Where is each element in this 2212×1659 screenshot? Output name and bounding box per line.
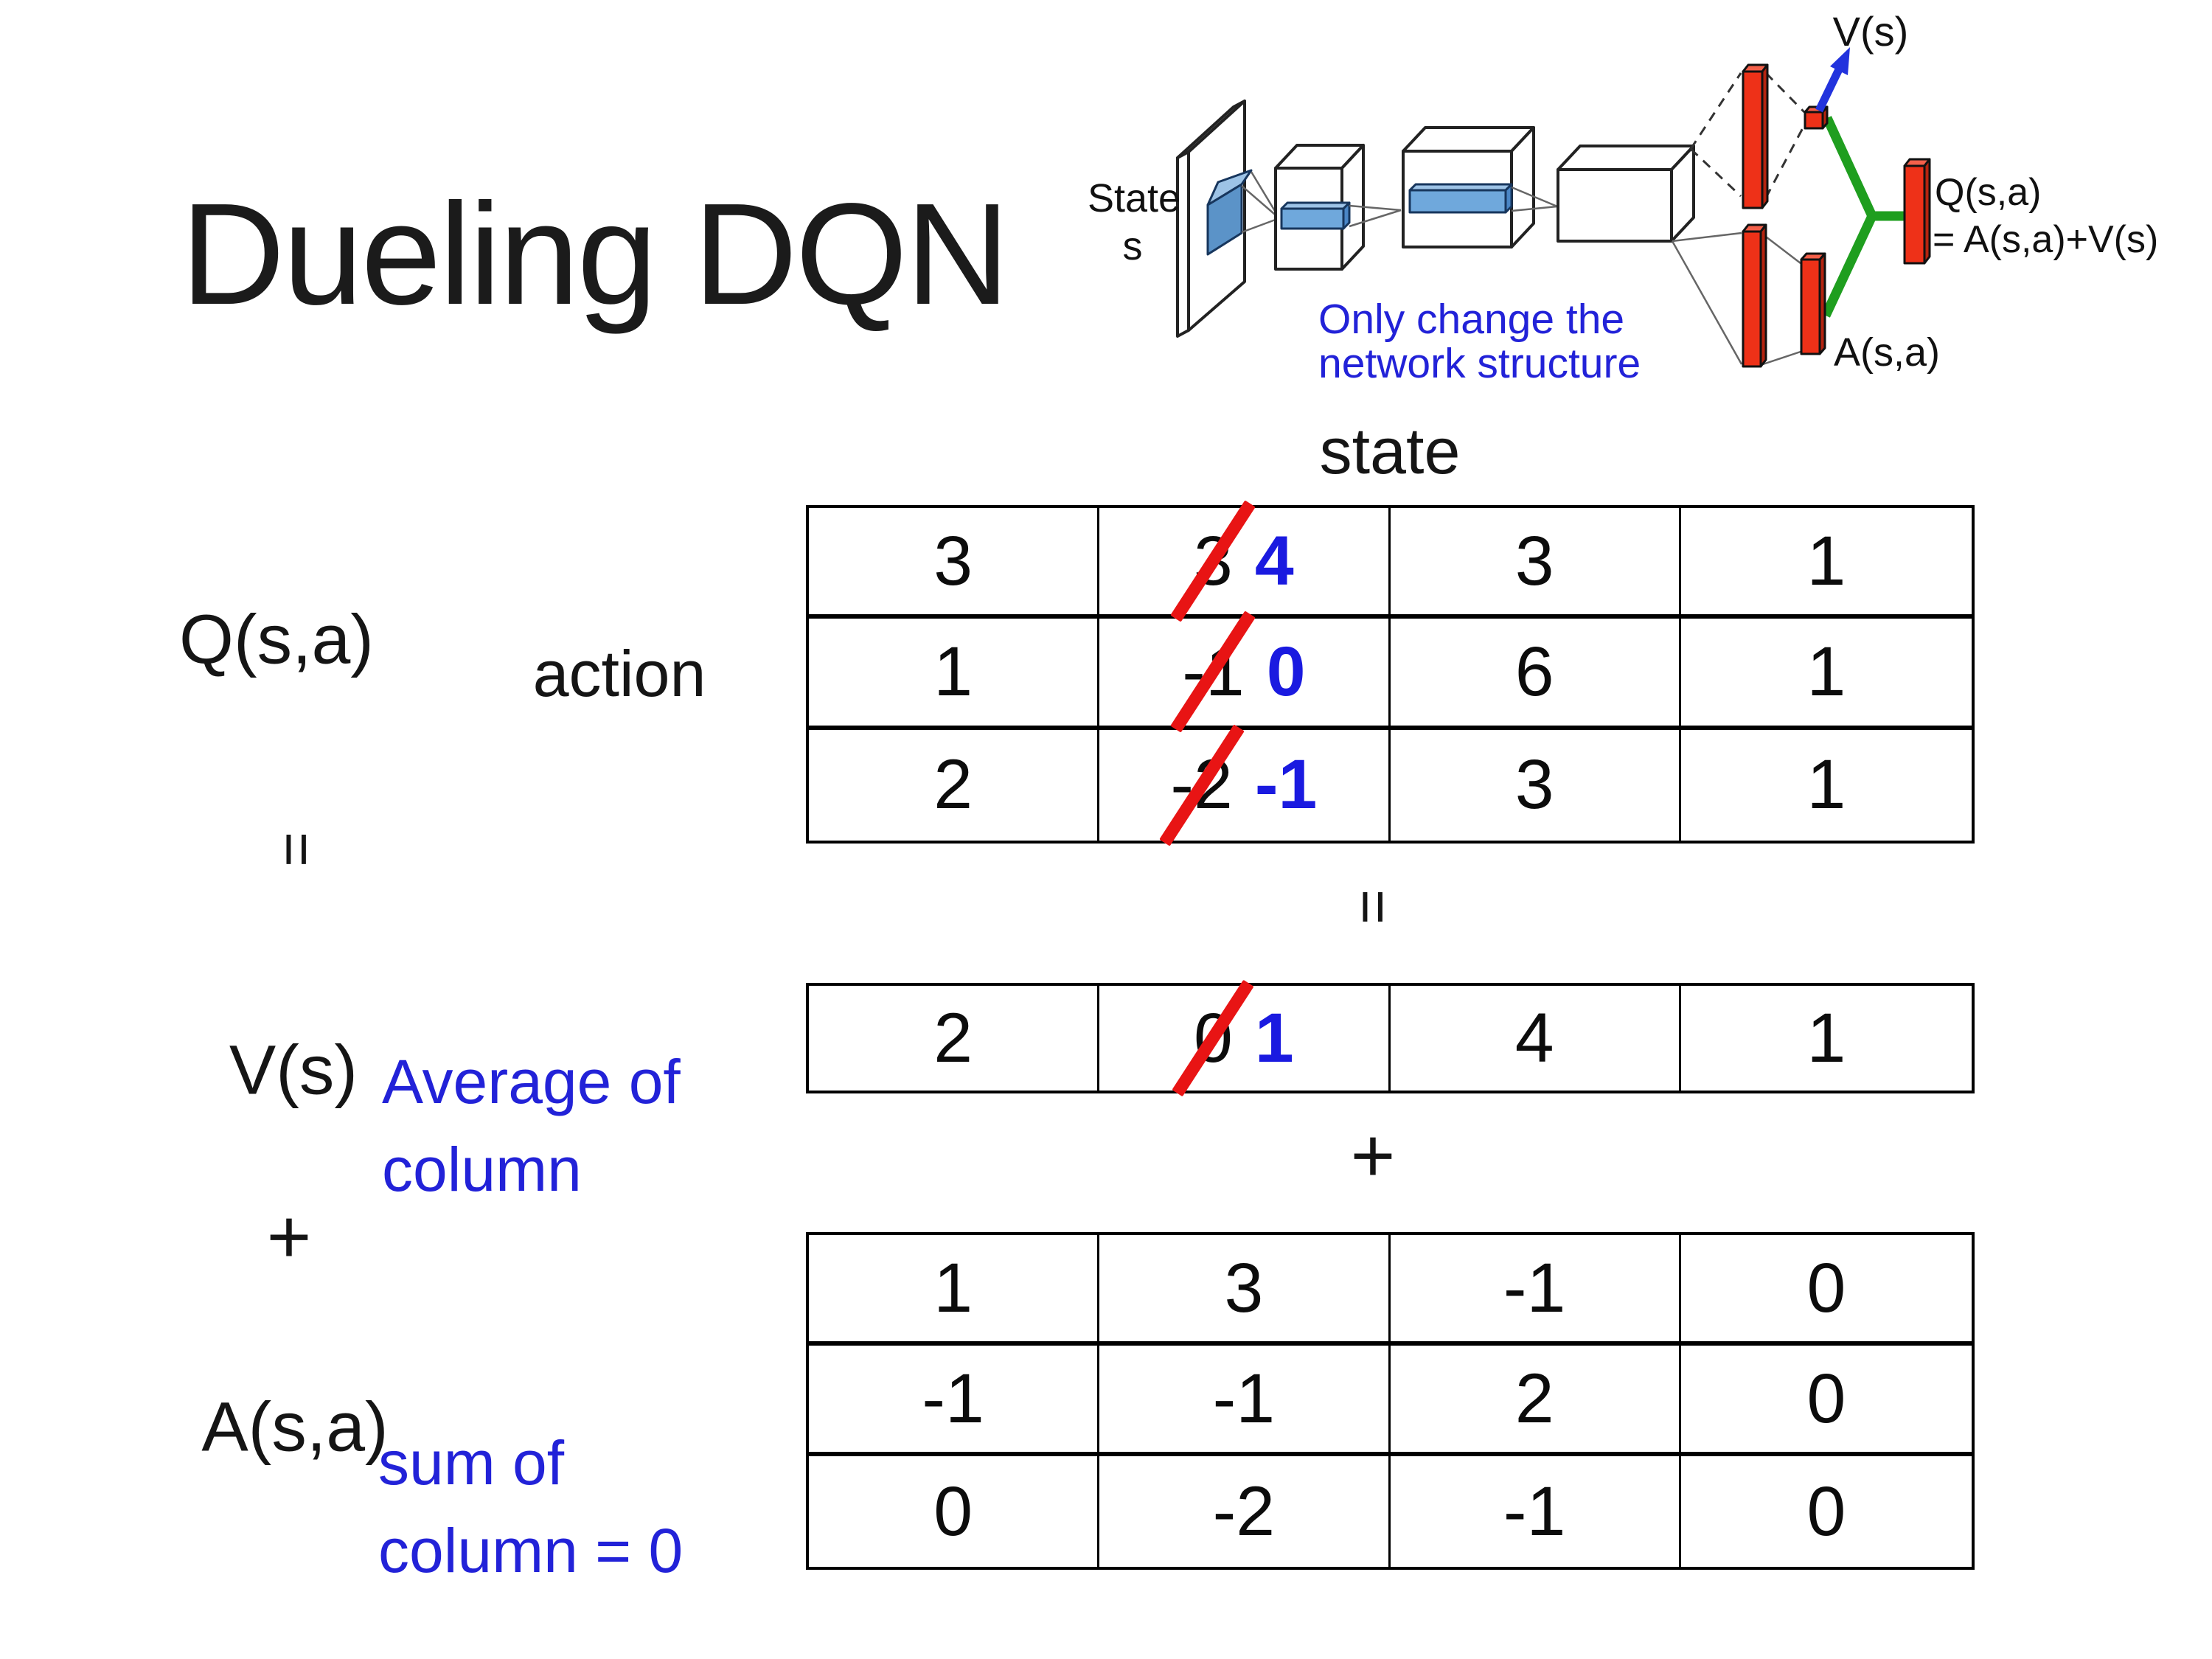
diagram-caption-line1: Only change the	[1318, 296, 1624, 343]
a-cell-r1c4: 0	[1680, 1235, 1972, 1346]
q-output-label-line2: = A(s,a)+V(s)	[1933, 218, 2158, 261]
a-cell-r2c2: -1	[1099, 1346, 1391, 1456]
q-output-label-line1: Q(s,a)	[1935, 171, 2041, 214]
a-cell-r2c1: -1	[809, 1346, 1100, 1456]
advantage-output-label: A(s,a)	[1834, 330, 1940, 375]
q-cell-r2c2: -1 0	[1099, 611, 1391, 734]
a-term-label: A(s,a)	[201, 1388, 389, 1467]
state-axis-label: state	[1319, 414, 1461, 487]
average-note: Average of column	[382, 1038, 681, 1214]
q-cell-r2c3: 6	[1390, 619, 1681, 730]
v-cell-c1: 2	[809, 986, 1100, 1091]
q-cell-r1c1: 3	[809, 508, 1100, 619]
old-value: 0	[1172, 979, 1255, 1097]
feature-bar-1	[1280, 201, 1351, 230]
q-table: 3 3 4 3 1 1 -1 0 6 1 2 -2 -1 3 1	[806, 500, 1975, 846]
a-table: 1 3 -1 0 -1 -1 2 0 0 -2 -1 0	[806, 1232, 1975, 1570]
q-cell-r1c2: 3 4	[1099, 500, 1391, 622]
sum-note-line1: sum of	[378, 1428, 565, 1498]
a-cell-r1c1: 1	[809, 1235, 1100, 1346]
sum-note-line2: column = 0	[378, 1516, 684, 1586]
new-value: 0	[1266, 632, 1306, 711]
dueling-network-diagram: State s V(s) Q(s,a) = A(s,a)+V(s) A(s,a)…	[1088, 8, 2158, 387]
advantage-stream-lines	[1671, 232, 1801, 366]
state-input-label-line2: s	[1123, 224, 1143, 268]
v-cell-c3: 4	[1391, 986, 1681, 1091]
new-value: 1	[1254, 998, 1294, 1077]
q-cell-r3c4: 1	[1806, 745, 1846, 824]
q-cell-r3c2: -2 -1	[1099, 724, 1391, 846]
a-cell-r3c4: 0	[1806, 1472, 1846, 1551]
plus-sign-mid: +	[1350, 1113, 1396, 1199]
q-output-bar	[1903, 158, 1931, 265]
plus-sign-left: +	[266, 1194, 312, 1280]
fc-box	[1557, 145, 1695, 243]
value-arrow-icon	[1815, 47, 1850, 113]
a-cell-r1c3: -1	[1390, 1235, 1681, 1346]
q-cell-r3c3: 3	[1391, 729, 1681, 841]
a-cell-r2c3: 2	[1390, 1346, 1681, 1456]
sum-note: sum of column = 0	[378, 1419, 683, 1596]
q-term-label: Q(s,a)	[179, 600, 374, 679]
value-fc-bar	[1742, 63, 1769, 209]
q-cell-r1c3: 3	[1390, 508, 1681, 619]
equals-sign-mid: =	[1340, 889, 1407, 925]
state-input-label-line1: State	[1088, 176, 1180, 220]
conv-patch-icon	[1206, 169, 1253, 256]
q-cell-r2c4: 1	[1680, 619, 1972, 730]
new-value: -1	[1254, 745, 1318, 824]
equals-sign-left: =	[263, 832, 330, 867]
feature-bar-2	[1408, 183, 1513, 214]
a-cell-r3c3: -1	[1391, 1456, 1681, 1567]
advantage-node-bar	[1800, 252, 1826, 355]
q-cell-r3c1: 2	[809, 729, 1100, 841]
old-value: -1	[1170, 611, 1256, 734]
a-cell-r3c2: -2	[1099, 1456, 1391, 1567]
value-output-label: V(s)	[1833, 8, 1909, 55]
q-cell-r2c1: 1	[809, 619, 1100, 730]
v-cell-c4: 1	[1806, 998, 1846, 1077]
average-note-line1: Average of	[382, 1047, 681, 1116]
old-value: -2	[1158, 724, 1245, 846]
a-cell-r2c4: 0	[1680, 1346, 1972, 1456]
a-cell-r1c2: 3	[1099, 1235, 1391, 1346]
diagram-caption-line2: network structure	[1318, 340, 1641, 387]
v-cell-c2: 0 1	[1099, 979, 1391, 1097]
old-value: 3	[1170, 500, 1256, 622]
conv-cone-1	[1241, 171, 1281, 234]
conv-cone-2	[1349, 204, 1402, 228]
page-title: Dueling DQN	[181, 173, 1010, 335]
a-cell-r3c1: 0	[809, 1456, 1100, 1567]
action-axis-label: action	[532, 637, 706, 710]
q-cell-r1c4: 1	[1680, 508, 1972, 619]
value-stream-dashed-lines	[1689, 72, 1806, 198]
advantage-fc-bar	[1742, 223, 1767, 368]
conv-cone-3	[1511, 186, 1558, 212]
value-node	[1804, 105, 1829, 130]
average-note-line2: column	[382, 1135, 582, 1205]
merge-connector	[1821, 116, 1905, 318]
v-term-label: V(s)	[229, 1031, 358, 1110]
new-value: 4	[1254, 521, 1294, 600]
v-row-table: 2 0 1 4 1	[806, 979, 1975, 1097]
